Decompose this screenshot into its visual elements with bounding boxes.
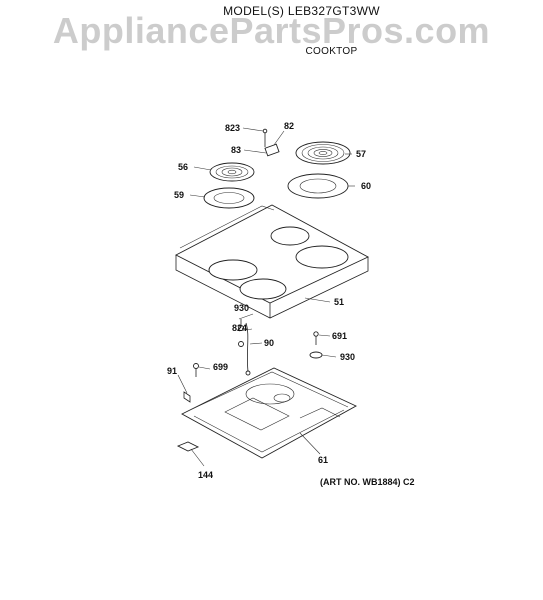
callout-57: 57 [356, 149, 366, 159]
callout-51: 51 [334, 297, 344, 307]
cooktop-bottom-pan[interactable] [181, 367, 357, 459]
callout-91: 91 [167, 366, 177, 376]
callout-691: 691 [332, 331, 347, 341]
mounting-clip[interactable] [176, 441, 200, 452]
callout-144: 144 [198, 470, 213, 480]
mounting-screw[interactable] [193, 363, 199, 378]
large-drip-pan[interactable] [287, 173, 349, 199]
callout-61: 61 [318, 455, 328, 465]
hold-down-bracket[interactable] [183, 391, 191, 403]
model-title: MODEL(S) LEB327GT3WW [223, 4, 380, 18]
burner-wire-harness[interactable] [238, 319, 251, 376]
large-surface-element[interactable] [295, 141, 351, 165]
section-title: COOKTOP [305, 46, 358, 57]
callout-59: 59 [174, 190, 184, 200]
callout-56: 56 [178, 162, 188, 172]
callout-823: 823 [225, 123, 240, 133]
callout-82: 82 [284, 121, 294, 131]
callout-824: 824 [232, 323, 247, 333]
leader-lines [177, 127, 355, 467]
small-surface-element[interactable] [209, 162, 255, 182]
receptacle-terminal-block[interactable] [262, 128, 280, 157]
screw-and-grommet[interactable] [309, 331, 323, 359]
callout-930-left: 930 [234, 303, 249, 313]
callout-60: 60 [361, 181, 371, 191]
callout-930-right: 930 [340, 352, 355, 362]
watermark: AppliancePartsPros.com [52, 10, 491, 51]
callout-labels: 823 82 83 56 57 59 60 51 930 824 90 691 … [167, 121, 371, 480]
callout-83: 83 [231, 145, 241, 155]
callout-699: 699 [213, 362, 228, 372]
cooktop-main-top[interactable] [175, 204, 369, 319]
small-drip-pan[interactable] [203, 187, 255, 209]
art-number: (ART NO. WB1884) C2 [320, 477, 415, 487]
callout-90: 90 [264, 338, 274, 348]
